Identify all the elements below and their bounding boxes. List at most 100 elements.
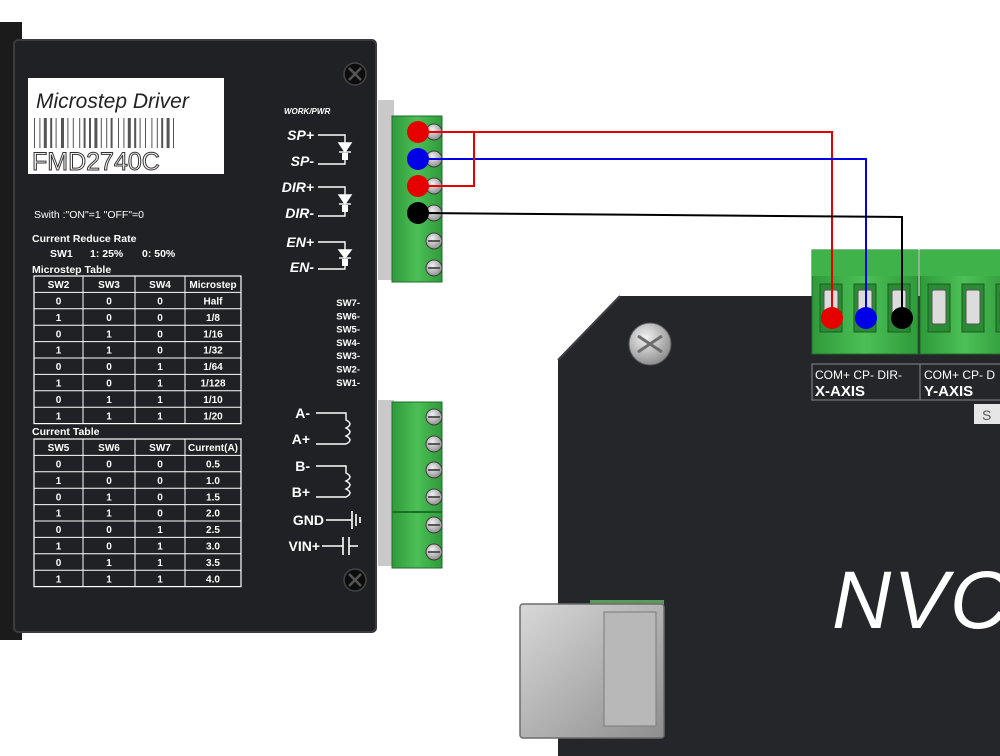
wire-dir-plus <box>418 132 475 187</box>
microstep-table-cell: 1 <box>106 395 112 406</box>
current-reduce-opt1: 1: 25% <box>90 248 124 260</box>
microstep-table-cell: 0 <box>106 379 112 390</box>
microstep-table-cell: 0 <box>56 329 62 340</box>
ground-symbol-icon <box>326 511 361 529</box>
connector-dir-minus-icon <box>407 202 429 224</box>
microstep-table-cell: 0 <box>56 362 62 373</box>
microstep-table-cell: 0 <box>106 362 112 373</box>
microstep-table-header-cell: SW4 <box>149 280 171 291</box>
label-sticker <box>28 78 224 174</box>
current-reduce-opt0: 0: 50% <box>142 248 176 260</box>
terminal-label-a-plus: A+ <box>292 431 310 447</box>
current-table-cell: 1 <box>157 542 163 553</box>
current-table-cell: 0 <box>56 525 62 536</box>
current-table-header-cell: SW5 <box>48 443 70 454</box>
current-table-header-cell: Current(A) <box>188 443 238 454</box>
current-table-cell: 0 <box>56 460 62 471</box>
product-line-text: Microstep Driver <box>36 90 190 113</box>
terminal-slot-icon <box>961 283 985 333</box>
motor-terminal-block <box>378 400 443 569</box>
switch-note: Swith :"ON"=1 "OFF"=0 <box>34 209 144 221</box>
microstep-table-cell: 1/128 <box>200 379 225 390</box>
microstep-table-cell: 1/64 <box>203 362 223 373</box>
microstep-table-cell: 1/20 <box>203 411 223 422</box>
driver-body <box>14 40 376 632</box>
microstep-table-cell: 0 <box>56 297 62 308</box>
connector-dir-minus-ctrl-icon <box>891 307 913 329</box>
current-table-cell: 1 <box>157 525 163 536</box>
microstep-table-cell: 1 <box>56 379 62 390</box>
motion-controller: COM+ CP- DIR- X-AXIS COM+ CP- D Y-AXIS S… <box>519 249 1000 756</box>
current-table-cell: 0.5 <box>206 460 220 471</box>
current-table-header-cell: SW7 <box>149 443 171 454</box>
y-axis-pin-labels: COM+ CP- D <box>924 368 995 382</box>
current-table-cell: 1 <box>56 509 62 520</box>
microstep-table-cell: 0 <box>56 395 62 406</box>
microstep-table-cell: 0 <box>157 297 163 308</box>
microstep-table-cell: 1 <box>157 362 163 373</box>
work-pwr-label: WORK/PWR <box>284 107 330 116</box>
microstep-table-cell: 0 <box>157 346 163 357</box>
barcode-icon <box>34 118 174 148</box>
optocoupler-sp-icon <box>318 134 353 165</box>
driver-screw-bottom-icon <box>343 568 367 592</box>
current-table-cell: 1 <box>106 509 112 520</box>
current-table-cell: 0 <box>157 509 163 520</box>
y-axis-label: Y-AXIS <box>924 383 973 400</box>
terminal-screw-icon <box>425 232 443 250</box>
terminal-screw-icon <box>425 435 443 453</box>
terminal-slot-icon <box>995 283 1000 333</box>
current-table-cell: 1 <box>56 542 62 553</box>
current-table-cell: 0 <box>106 525 112 536</box>
current-table-cell: 1.5 <box>206 492 220 503</box>
dip-switch-labels: SW7-SW6-SW5-SW4-SW3-SW2-SW1- <box>336 298 360 389</box>
current-table-header-cell: SW6 <box>98 443 120 454</box>
microstep-table-cell: Half <box>204 297 224 308</box>
microstep-table-header-cell: Microstep <box>189 280 236 291</box>
y-axis-terminal-block <box>919 249 1000 355</box>
current-table-cell: 1 <box>56 574 62 585</box>
wire-sp-minus <box>418 158 867 318</box>
controller-screw-icon <box>628 322 672 366</box>
x-axis-pin-labels: COM+ CP- DIR- <box>815 368 902 382</box>
terminal-label-sp-plus: SP+ <box>287 127 314 143</box>
current-table-cell: 2.0 <box>206 509 220 520</box>
current-reduce-sw: SW1 <box>50 248 73 260</box>
microstep-table-cell: 1/10 <box>203 395 223 406</box>
current-table-title: Current Table <box>32 426 100 438</box>
connector-cp-minus-icon <box>855 307 877 329</box>
optocoupler-dir-icon <box>318 186 353 217</box>
terminal-screw-icon <box>425 259 443 277</box>
terminal-label-gnd: GND <box>293 512 324 528</box>
terminal-screw-icon <box>425 488 443 506</box>
dip-label: SW7- <box>336 298 360 309</box>
current-table-cell: 0 <box>157 460 163 471</box>
current-table-cell: 1 <box>157 558 163 569</box>
current-table-cell: 1.0 <box>206 476 220 487</box>
x-axis-label: X-AXIS <box>815 383 865 400</box>
current-table-cell: 0 <box>56 558 62 569</box>
current-table-cell: 0 <box>157 476 163 487</box>
connector-dir-plus-icon <box>407 175 429 197</box>
microstep-table-cell: 0 <box>157 329 163 340</box>
current-table-cell: 0 <box>56 492 62 503</box>
current-table-cell: 0 <box>106 476 112 487</box>
microstep-table-cell: 1 <box>106 411 112 422</box>
terminal-label-dir-minus: DIR- <box>285 205 314 221</box>
controller-body <box>558 296 1000 756</box>
wiring-layer <box>407 121 913 329</box>
controller-brand: NVC <box>832 555 1000 646</box>
microstep-table-header-cell: SW2 <box>48 280 70 291</box>
current-reduce-title: Current Reduce Rate <box>32 233 137 245</box>
current-table-cell: 1 <box>106 558 112 569</box>
signal-terminal-block <box>378 100 443 283</box>
capacitor-symbol-icon <box>322 537 358 555</box>
model-number-text: FMD2740C <box>32 148 160 176</box>
usb-port-icon <box>519 600 665 739</box>
wire-sp-plus <box>418 131 833 318</box>
dip-label: SW1- <box>336 378 360 389</box>
terminal-label-sp-minus: SP- <box>291 153 315 169</box>
microstep-table-cell: 1 <box>157 395 163 406</box>
